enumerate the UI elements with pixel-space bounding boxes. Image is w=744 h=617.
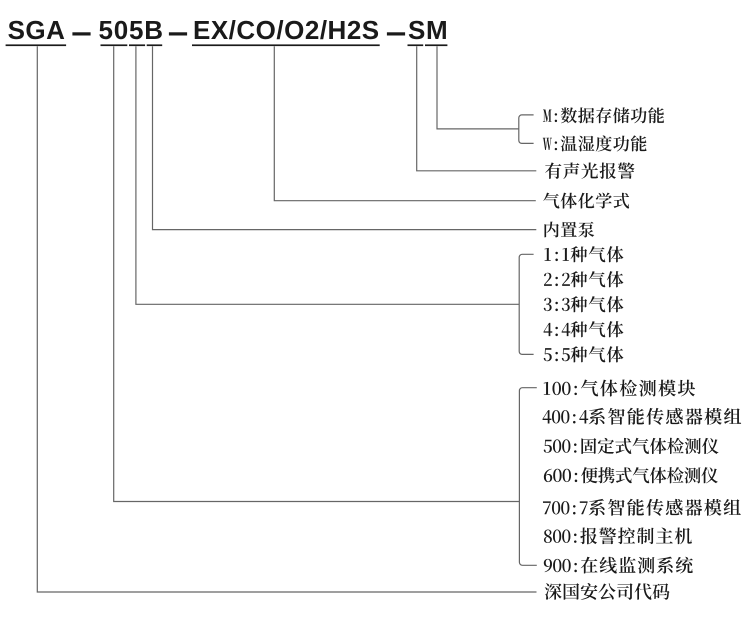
svg-text:EX/CO/O2/H2S: EX/CO/O2/H2S <box>193 15 380 45</box>
svg-text:SM: SM <box>408 15 448 45</box>
svg-text:SGA: SGA <box>8 15 66 45</box>
svg-text:505B: 505B <box>99 15 164 45</box>
